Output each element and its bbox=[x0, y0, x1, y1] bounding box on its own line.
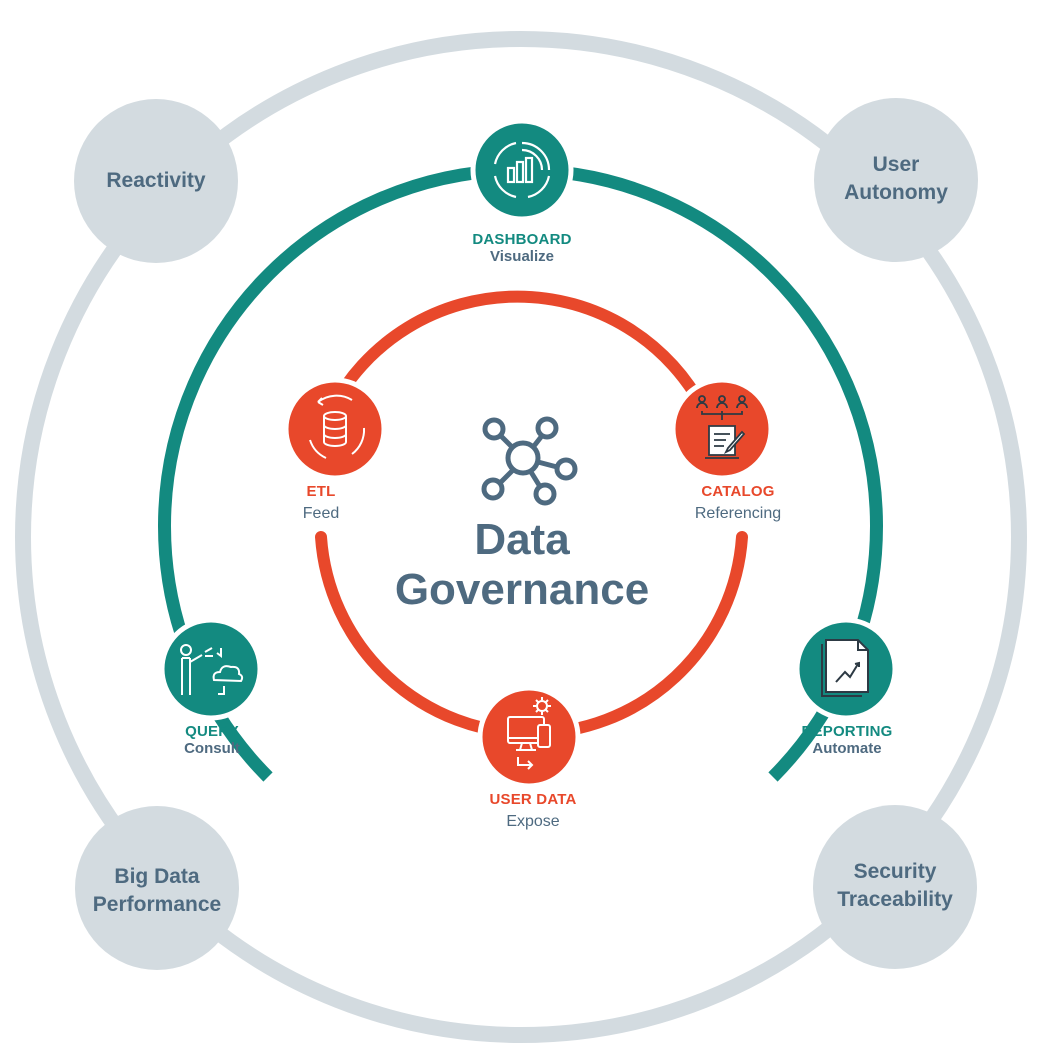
outer-label-line: User bbox=[872, 153, 920, 176]
outer-bubble-reactivity bbox=[74, 99, 238, 263]
dashboard-chart-icon bbox=[493, 141, 551, 199]
database-cycle-icon bbox=[309, 394, 366, 459]
catalog-label: CATALOG Referencing bbox=[668, 482, 808, 526]
catalog-title: CATALOG bbox=[701, 483, 775, 500]
query-label: QUERY Consult bbox=[152, 723, 272, 758]
center-title: Data Governance bbox=[372, 515, 672, 615]
outer-label-line: Traceability bbox=[837, 888, 953, 911]
red-ring-top bbox=[324, 290, 711, 418]
outer-bubble-big-data-performance bbox=[75, 806, 239, 970]
query-node bbox=[159, 617, 263, 721]
user-data-label: USER DATA Expose bbox=[463, 790, 603, 834]
etl-label: ETL Feed bbox=[271, 482, 371, 526]
catalog-document-icon bbox=[696, 395, 748, 459]
outer-ring bbox=[15, 31, 1027, 1043]
dashboard-subtitle: Visualize bbox=[490, 248, 554, 266]
outer-label-line: Security bbox=[853, 860, 937, 883]
user-data-node bbox=[477, 685, 581, 789]
query-title: QUERY bbox=[185, 723, 239, 740]
person-cloud-icon bbox=[180, 644, 244, 695]
reporting-title: REPORTING bbox=[801, 723, 893, 740]
devices-gear-icon bbox=[507, 697, 551, 770]
outer-bubble-security-traceability bbox=[813, 805, 977, 969]
etl-subtitle: Feed bbox=[302, 505, 340, 522]
outer-bubble-user-autonomy bbox=[814, 98, 978, 262]
user-data-subtitle: Expose bbox=[506, 813, 560, 830]
center-title-line1: Data bbox=[474, 515, 570, 564]
dashboard-title: DASHBOARD bbox=[472, 231, 572, 248]
etl-title: ETL bbox=[306, 483, 336, 500]
center-title-line2: Governance bbox=[394, 565, 650, 614]
user-data-title: USER DATA bbox=[489, 791, 577, 808]
outer-label-security-traceability: Security Traceability bbox=[810, 858, 980, 914]
outer-label-user-autonomy: User Autonomy bbox=[814, 151, 978, 207]
outer-label-reactivity: Reactivity bbox=[76, 167, 236, 195]
network-hub-icon bbox=[481, 416, 578, 506]
outer-label-line: Reactivity bbox=[106, 169, 206, 192]
etl-node bbox=[283, 377, 387, 481]
dashboard-label: DASHBOARD Visualize bbox=[442, 231, 602, 266]
reporting-node bbox=[794, 617, 898, 721]
outer-label-line: Big Data bbox=[114, 865, 200, 888]
outer-label-line: Performance bbox=[92, 893, 222, 916]
dashboard-node bbox=[470, 118, 574, 222]
reporting-label: REPORTING Automate bbox=[777, 723, 917, 758]
reporting-subtitle: Automate bbox=[812, 740, 882, 758]
query-subtitle: Consult bbox=[184, 740, 240, 758]
report-chart-icon bbox=[821, 639, 869, 697]
outer-label-line: Autonomy bbox=[844, 181, 948, 204]
catalog-subtitle: Referencing bbox=[694, 505, 782, 522]
outer-label-big-data-performance: Big Data Performance bbox=[72, 863, 242, 919]
catalog-node bbox=[670, 377, 774, 481]
